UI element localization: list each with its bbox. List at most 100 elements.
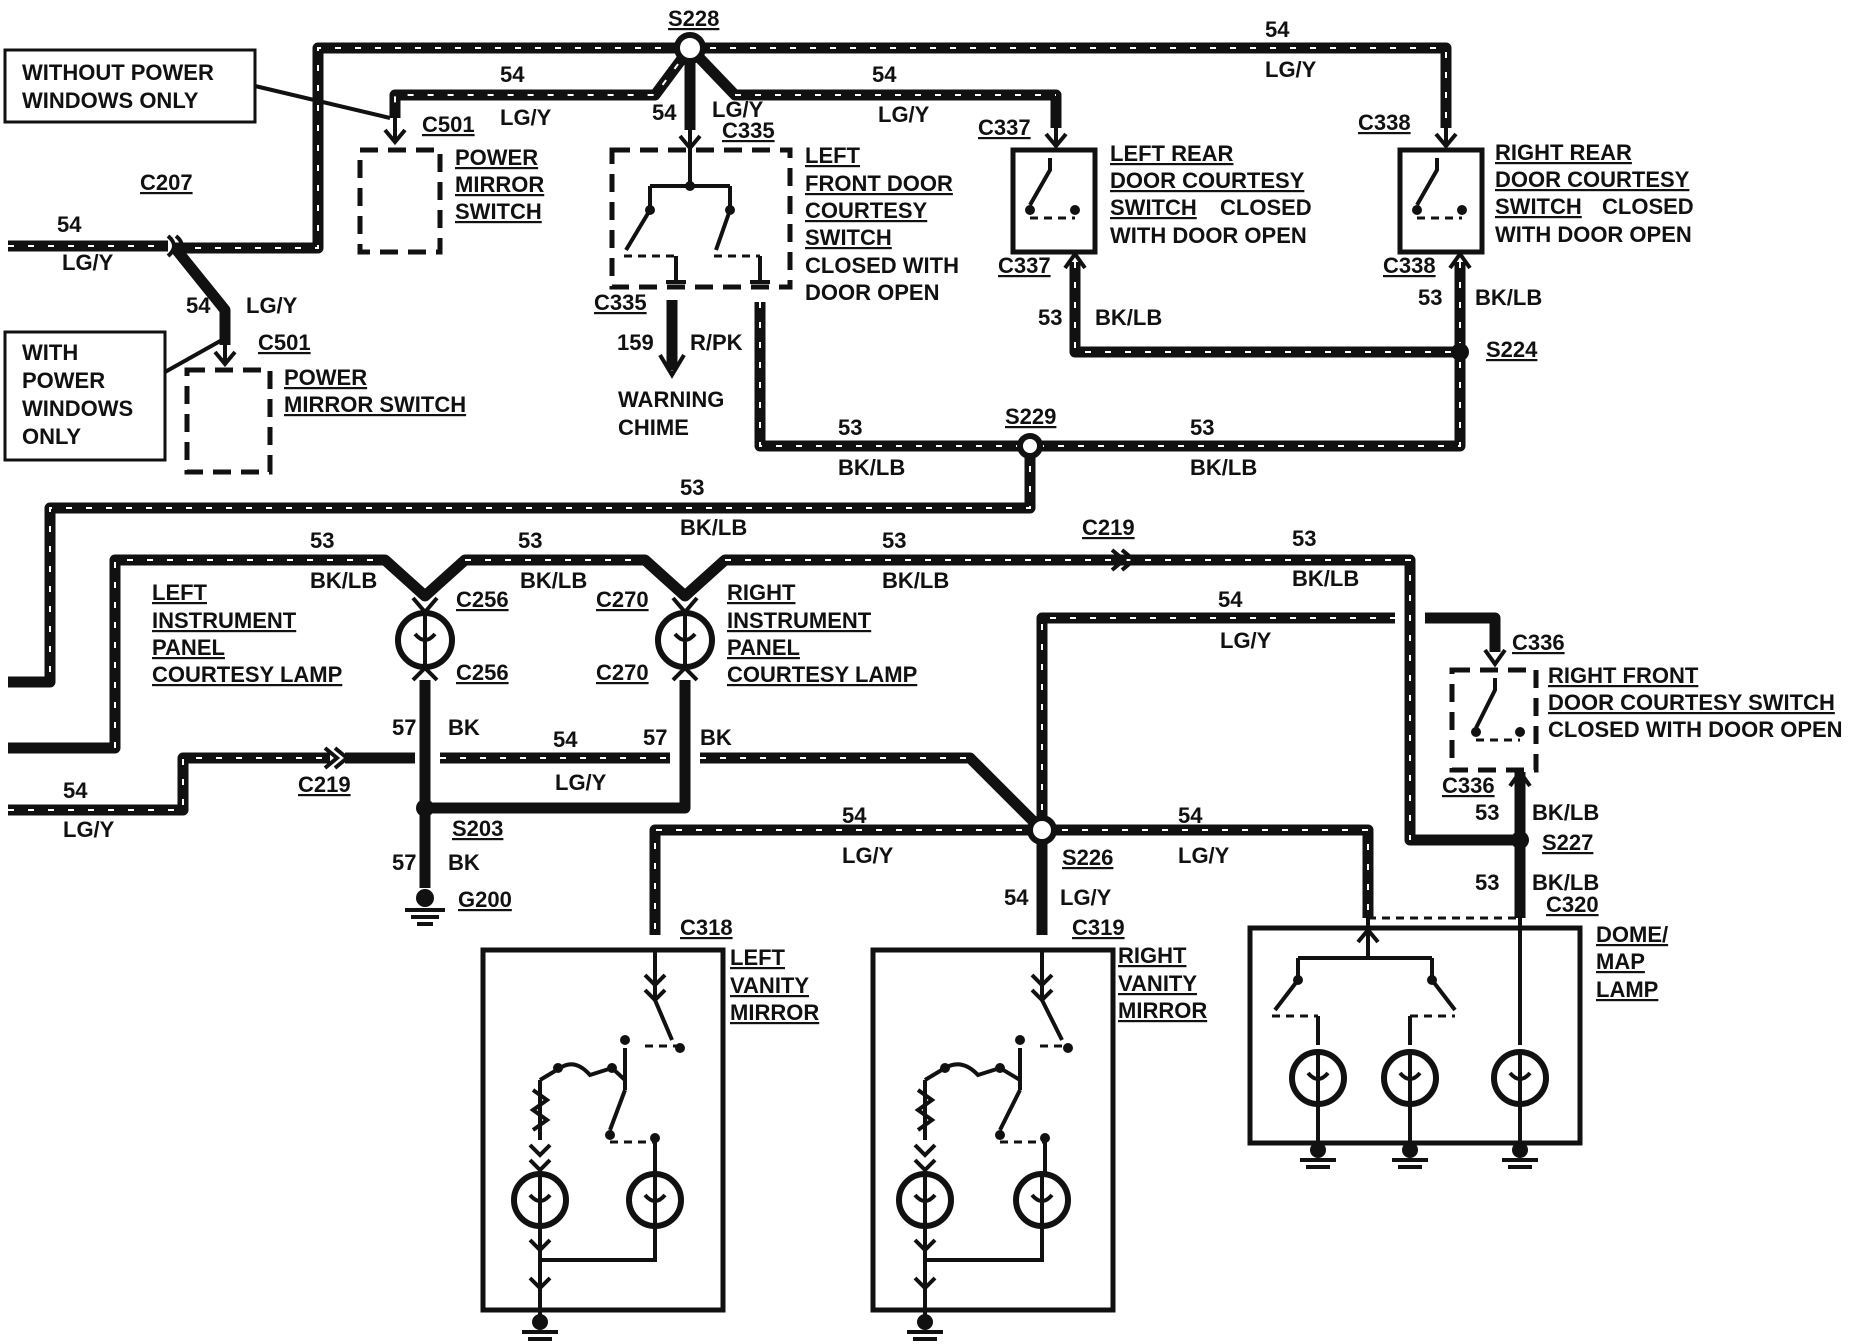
label-c256-bottom: C256 [456, 660, 509, 685]
label-c207: C207 [140, 170, 193, 195]
label-lrd-1: LEFT REAR [1110, 141, 1234, 166]
c219-upper-connector-symbol [1110, 548, 1138, 572]
left-front-door-switch-internals [624, 130, 770, 284]
label-lvm-3: MIRROR [730, 1000, 819, 1025]
label-c256-top: C256 [456, 587, 509, 612]
label-lip-1: LEFT [152, 580, 208, 605]
label-c501-top: C501 [422, 112, 475, 137]
splice-s228 [674, 32, 706, 64]
dome-lamp-ground-icons [1300, 1142, 1538, 1169]
label-s224: S224 [1486, 337, 1538, 362]
ckt-53-c: 53 [838, 415, 862, 440]
ckt-bk-c: BK [448, 850, 480, 875]
label-pms-left-1: POWER [284, 365, 367, 390]
splice-nodes [416, 32, 1529, 849]
label-s226: S226 [1062, 845, 1113, 870]
label-lrd-5: WITH DOOR OPEN [1110, 223, 1307, 248]
label-pms-top-1: POWER [455, 145, 538, 170]
c336-bottom-arrow [1508, 768, 1532, 788]
label-c318: C318 [680, 915, 733, 940]
wire-54-s228-c501 [389, 44, 695, 118]
ckt-lgy-f: LG/Y [246, 293, 298, 318]
left-vanity-ground-icon [522, 1314, 558, 1341]
ckt-bklb-b: BK/LB [1475, 285, 1542, 310]
ckt-53-g: 53 [518, 528, 542, 553]
right-ip-courtesy-lamp [655, 596, 715, 682]
left-front-door-switch-box [609, 147, 793, 290]
label-rfd-3: CLOSED WITH DOOR OPEN [1548, 717, 1843, 742]
label-c337-top: C337 [978, 115, 1031, 140]
label-pms-left-2: MIRROR SWITCH [284, 392, 466, 417]
label-lfd-4: SWITCH [805, 225, 892, 250]
right-vanity-mirror-internals [896, 952, 1073, 1320]
label-lfd-1: LEFT [805, 143, 861, 168]
label-lip-4: COURTESY LAMP [152, 662, 342, 687]
ckt-54-f: 54 [186, 293, 211, 318]
ckt-bklb-f: BK/LB [310, 568, 377, 593]
ckt-bklb-g: BK/LB [520, 568, 587, 593]
label-c338-top: C338 [1358, 110, 1411, 135]
right-vanity-ground-icon [907, 1314, 943, 1341]
wire-53-c335-s229 [754, 302, 1030, 452]
circuit-labels: 54 LG/Y 54 LG/Y 54 LG/Y 54 LG/Y 54 LG/Y … [57, 17, 1599, 910]
label-g200: G200 [458, 887, 512, 912]
label-c335-top: C335 [722, 118, 775, 143]
label-rip-1: RIGHT [727, 580, 796, 605]
label-c219-upper: C219 [1082, 515, 1135, 540]
dome-map-lamp-internals [1272, 916, 1549, 1148]
ckt-bk-a: BK [448, 715, 480, 740]
label-lfd-5: CLOSED WITH [805, 253, 959, 278]
label-rrd-5: WITH DOOR OPEN [1495, 222, 1692, 247]
label-rrd-2: DOOR COURTESY [1495, 167, 1690, 192]
c338-top-arrow [1434, 122, 1458, 150]
left-vanity-mirror-box [480, 947, 726, 1313]
c337-bottom-arrow [1063, 250, 1087, 270]
label-rfd-2: DOOR COURTESY SWITCH [1548, 690, 1835, 715]
ckt-54-h: 54 [553, 727, 578, 752]
connector-labels: C207 C501 C501 C335 C335 C337 C337 C338 … [140, 6, 1599, 940]
ckt-54-d: 54 [872, 62, 897, 87]
left-vanity-mirror-internals [511, 952, 685, 1320]
ckt-53-e: 53 [680, 475, 704, 500]
splice-s227 [1511, 831, 1529, 849]
label-dome-2: MAP [1596, 949, 1645, 974]
ckt-lgy-h: LG/Y [555, 770, 607, 795]
right-rear-door-switch-box [1397, 147, 1485, 255]
label-rip-2: INSTRUMENT [727, 608, 872, 633]
ckt-lgy-b: LG/Y [500, 105, 552, 130]
wire-57-right-lamp [425, 680, 691, 814]
label-c501-left: C501 [258, 330, 311, 355]
wire-53-c337-s224 [1069, 262, 1460, 358]
splice-s226 [1027, 815, 1057, 845]
splice-s224 [1451, 343, 1469, 361]
ckt-54-c: 54 [652, 100, 677, 125]
right-rear-door-switch-internals [1412, 158, 1467, 220]
c219-lower-connector-symbol [323, 746, 351, 770]
power-mirror-switch-left-box [184, 367, 273, 475]
ckt-53-k: 53 [1475, 870, 1499, 895]
label-rrd-4: CLOSED [1602, 194, 1694, 219]
label-s229: S229 [1005, 404, 1056, 429]
ckt-53-f: 53 [310, 528, 334, 553]
label-lfd-3: COURTESY [805, 198, 928, 223]
ckt-lgy-j: LG/Y [842, 843, 894, 868]
label-rvm-3: MIRROR [1118, 998, 1207, 1023]
label-rrd-1: RIGHT REAR [1495, 140, 1632, 165]
label-rip-3: PANEL [727, 635, 800, 660]
label-rrd-3: SWITCH [1495, 194, 1582, 219]
label-c270-top: C270 [596, 587, 649, 612]
label-lrd-3: SWITCH [1110, 195, 1197, 220]
label-rfd-1: RIGHT FRONT [1548, 663, 1699, 688]
label-c319: C319 [1072, 915, 1125, 940]
ckt-54-j: 54 [842, 803, 867, 828]
label-rvm-1: RIGHT [1118, 943, 1187, 968]
c337-top-arrow [1044, 125, 1068, 150]
note-with-line1: WITH [22, 340, 78, 365]
splice-s203 [416, 799, 434, 817]
label-pms-top-3: SWITCH [455, 199, 542, 224]
wire-54-s226-c318 [649, 824, 1042, 935]
wires [8, 42, 1526, 935]
ckt-lgy-g: LG/Y [1220, 628, 1272, 653]
ckt-53-h: 53 [882, 528, 906, 553]
ckt-54-b: 54 [500, 62, 525, 87]
